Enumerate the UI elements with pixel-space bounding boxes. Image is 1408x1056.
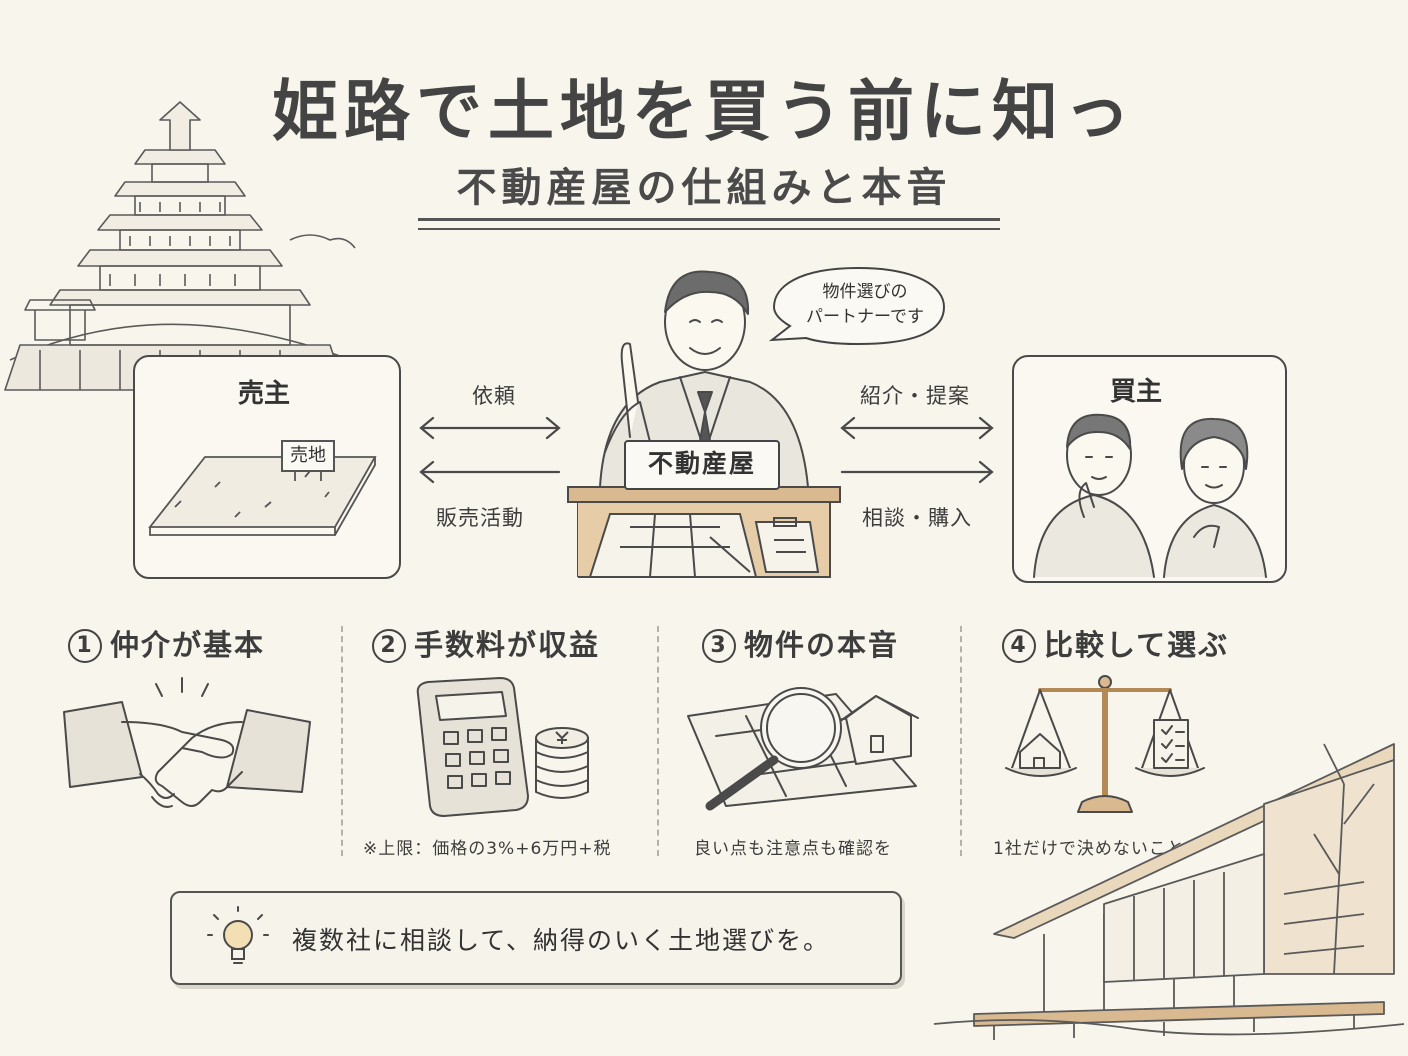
scale-icon xyxy=(1005,675,1205,813)
bidirectional-arrow-left-top xyxy=(419,416,561,440)
buyer-label: 買主 xyxy=(1110,377,1163,407)
section-2-caption: ※上限：価格の3%+6万円+税 xyxy=(363,839,612,859)
house-illustration xyxy=(933,743,1405,1040)
magnifier-icon xyxy=(687,687,919,811)
agent-desk-sign: 不動産屋 xyxy=(624,440,780,490)
page-subtitle: 不動産屋の仕組みと本音 xyxy=(456,165,952,211)
section-4-number: 4 xyxy=(1002,629,1036,663)
section-3-title-text: 物件の本音 xyxy=(744,628,900,662)
seller-panel: 売主 売地 xyxy=(133,355,401,579)
section-3-number: 3 xyxy=(702,629,736,663)
bidirectional-arrow-right-bottom xyxy=(840,460,994,484)
title-rule-top xyxy=(418,218,1000,221)
section-separator-2 xyxy=(657,626,659,856)
bidirectional-arrow-left-bottom xyxy=(419,460,561,484)
buyer-couple-illustration xyxy=(1033,413,1267,578)
tip-text: 複数社に相談して、納得のいく土地選びを。 xyxy=(292,926,831,955)
handshake-icon xyxy=(63,677,311,808)
speech-bubble-text: 物件選びの パートナーです xyxy=(790,280,940,330)
section-3-caption: 良い点も注意点も確認を xyxy=(694,839,892,859)
title-rule-bottom xyxy=(418,228,1000,230)
arrow-label-consult: 相談・購入 xyxy=(862,506,972,530)
speech-line-1: 物件選びの xyxy=(822,282,908,302)
buyer-panel: 買主 xyxy=(1012,355,1287,583)
calculator-icon xyxy=(416,677,589,817)
section-2-number: 2 xyxy=(372,629,406,663)
arrow-label-sales: 販売活動 xyxy=(436,506,524,530)
seller-label: 売主 xyxy=(238,379,291,409)
section-4-caption: 1社だけで決めないこと xyxy=(993,839,1185,859)
speech-bubble xyxy=(768,266,946,346)
arrow-label-introduce: 紹介・提案 xyxy=(860,384,970,408)
section-2-title-text: 手数料が収益 xyxy=(414,628,601,662)
speech-line-2: パートナーです xyxy=(806,307,924,327)
agent-desk-sign-text: 不動産屋 xyxy=(647,449,756,478)
lightbulb-icon xyxy=(207,906,269,964)
section-1-number: 1 xyxy=(68,629,102,663)
section-4-title-text: 比較して選ぶ xyxy=(1044,628,1230,662)
page-title: 姫路で土地を買う前に知っ xyxy=(272,73,1136,150)
for-sale-sign-text: 売地 xyxy=(290,445,326,466)
section-separator-3 xyxy=(960,626,962,856)
land-plot-illustration xyxy=(148,445,377,536)
for-sale-sign: 売地 xyxy=(281,440,335,472)
arrow-label-request: 依頼 xyxy=(472,384,516,408)
section-separator-1 xyxy=(341,626,343,856)
section-1-title-text: 仲介が基本 xyxy=(110,628,266,662)
bidirectional-arrow-right-top xyxy=(840,416,994,440)
tip-box: 複数社に相談して、納得のいく土地選びを。 xyxy=(170,891,902,985)
